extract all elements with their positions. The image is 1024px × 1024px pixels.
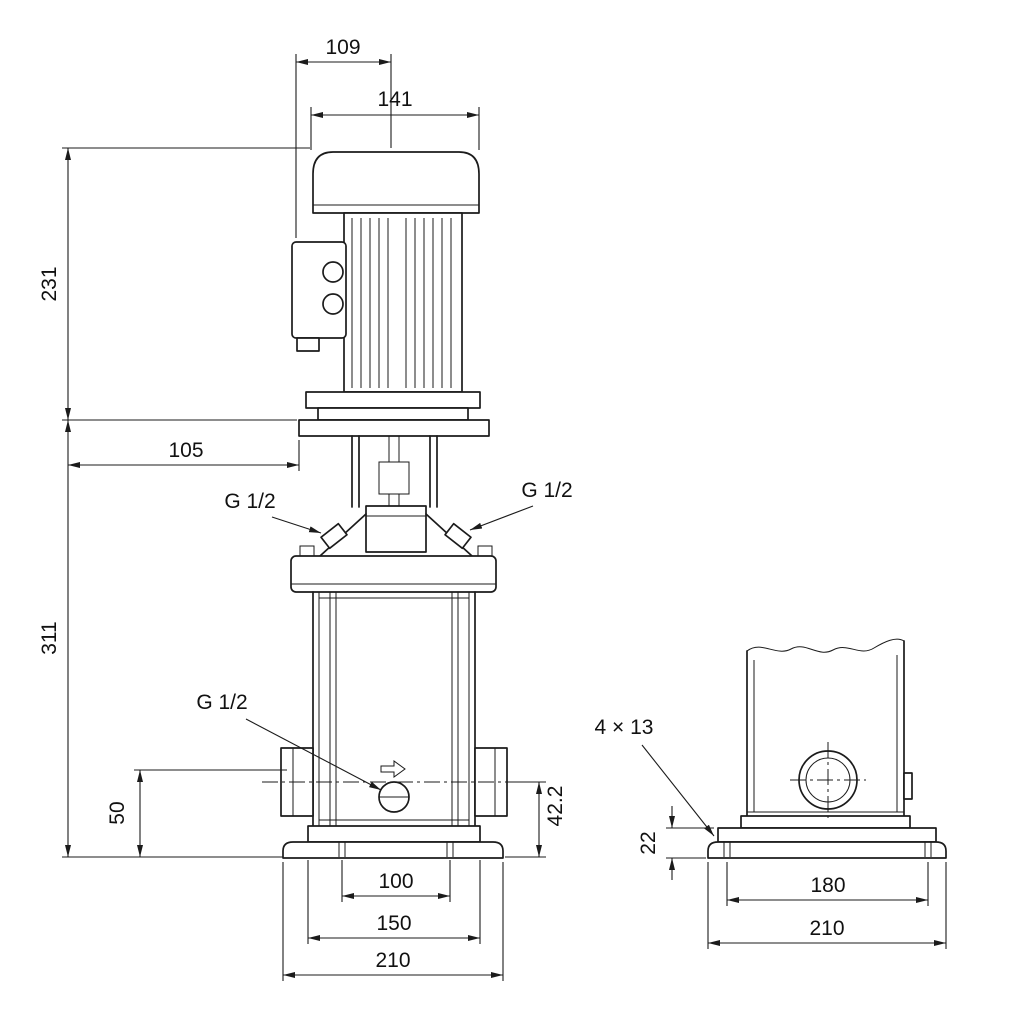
front-view bbox=[262, 151, 515, 859]
break-line bbox=[746, 638, 905, 653]
dim-port-axis: 42.2 bbox=[544, 786, 567, 827]
motor-flange-upper bbox=[305, 391, 481, 409]
coupling bbox=[378, 461, 410, 495]
port-label-right: G 1/2 bbox=[521, 479, 572, 502]
dim-motor-width: 141 bbox=[377, 88, 412, 111]
seal-chamber bbox=[365, 505, 427, 553]
motor-fins bbox=[351, 218, 452, 388]
side-view bbox=[707, 638, 947, 859]
cable-entry-top bbox=[322, 261, 344, 283]
motor bbox=[291, 151, 490, 437]
bolt-note: 4 × 13 bbox=[595, 716, 654, 739]
drain-label: G 1/2 bbox=[196, 691, 247, 714]
vent-plug-left bbox=[320, 522, 348, 550]
nameplate-tab bbox=[903, 772, 913, 800]
dim-pump-height: 311 bbox=[38, 621, 61, 654]
motor-flange-neck bbox=[317, 407, 469, 421]
dim-motor-height: 231 bbox=[38, 266, 61, 301]
dim-base-height: 22 bbox=[637, 831, 660, 854]
base-side bbox=[707, 827, 947, 859]
port-label-left: G 1/2 bbox=[224, 490, 275, 513]
dimensions: 109 141 231 105 311 G 1/2 G 1/2 G 1/2 50 bbox=[38, 36, 947, 981]
dim-suction-height: 50 bbox=[106, 801, 129, 824]
pump-head-flange bbox=[290, 555, 497, 593]
terminal-box bbox=[291, 241, 347, 339]
dim-bolt-span: 180 bbox=[810, 874, 845, 897]
motor-body bbox=[343, 212, 463, 393]
drain-plug bbox=[378, 760, 410, 813]
cable-entry-bottom bbox=[322, 293, 344, 315]
dim-base-width-side: 210 bbox=[809, 917, 844, 940]
dim-base-outer: 210 bbox=[375, 949, 410, 972]
coupling-lantern bbox=[290, 435, 497, 593]
vent-plug-right bbox=[444, 522, 472, 550]
motor-fan-cover bbox=[312, 151, 480, 214]
sleeve-side bbox=[740, 638, 911, 829]
flow-arrow-icon bbox=[380, 760, 406, 778]
dim-head: 105 bbox=[168, 439, 203, 462]
dim-motor-top: 109 bbox=[325, 36, 360, 59]
motor-stool-plate bbox=[298, 419, 490, 437]
base-front bbox=[282, 825, 504, 859]
dim-base-inner: 100 bbox=[378, 870, 413, 893]
dim-base-mid: 150 bbox=[376, 912, 411, 935]
